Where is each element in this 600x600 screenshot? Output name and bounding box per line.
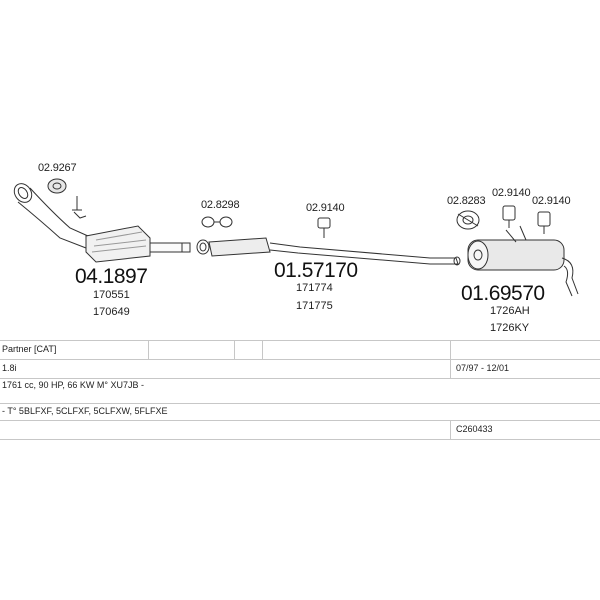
- part-ref-front-1: 170551: [93, 289, 130, 301]
- part-ref-rear-2: 1726KY: [490, 322, 530, 334]
- table-divider: [0, 359, 600, 360]
- table-divider: [0, 340, 600, 341]
- accessory-code-02-9140-rear-a: 02.9140: [492, 187, 531, 199]
- accessory-code-02-9140-rear-b: 02.9140: [532, 195, 571, 207]
- types-text: - T° 5BLFXF, 5CLFXF, 5CLFXW, 5FLFXE: [2, 406, 168, 416]
- accessory-code-02-8283: 02.8283: [447, 195, 486, 207]
- part-ref-centre-1: 171774: [296, 282, 333, 294]
- accessory-code-02-9140-middle: 02.9140: [306, 202, 345, 214]
- centre-silencer-pipe: [196, 237, 461, 266]
- catalog-code-text: C260433: [456, 424, 493, 434]
- engine-text: 1.8i: [2, 363, 17, 373]
- table-divider: [262, 340, 263, 359]
- part-ref-centre-2: 171775: [296, 300, 333, 312]
- table-divider: [148, 340, 149, 359]
- table-divider: [0, 439, 600, 440]
- hanger-02-9140-rear-a: [502, 205, 516, 228]
- part-code-centre: 01.57170: [274, 259, 358, 282]
- part-ref-front-2: 170649: [93, 306, 130, 318]
- hanger-02-9140-rear-b: [537, 211, 551, 234]
- engine-details-text: 1761 cc, 90 HP, 66 KW M° XU7JB -: [2, 380, 144, 390]
- table-divider: [450, 420, 451, 439]
- table-divider: [0, 420, 600, 421]
- period-text: 07/97 - 12/01: [456, 363, 510, 373]
- table-divider: [0, 378, 600, 379]
- front-pipe-catalyst: [13, 183, 191, 263]
- table-divider: [450, 340, 451, 378]
- part-code-front: 04.1897: [75, 265, 148, 288]
- clamp-02-9267: [47, 178, 87, 219]
- mount-02-8283: [456, 210, 480, 230]
- rear-silencer: [467, 225, 579, 297]
- mount-02-8298: [201, 216, 233, 228]
- model-text: Partner [CAT]: [2, 344, 57, 354]
- hanger-02-9140-middle: [317, 217, 331, 238]
- table-divider: [0, 403, 600, 404]
- vehicle-info-table: Partner [CAT] 1.8i 07/97 - 12/01 1761 cc…: [0, 340, 600, 440]
- accessory-code-02-9267: 02.9267: [38, 162, 77, 174]
- accessory-code-02-8298: 02.8298: [201, 199, 240, 211]
- exhaust-drawing: [13, 178, 579, 297]
- part-ref-rear-1: 1726AH: [490, 305, 530, 317]
- part-code-rear: 01.69570: [461, 282, 545, 305]
- table-divider: [234, 340, 235, 359]
